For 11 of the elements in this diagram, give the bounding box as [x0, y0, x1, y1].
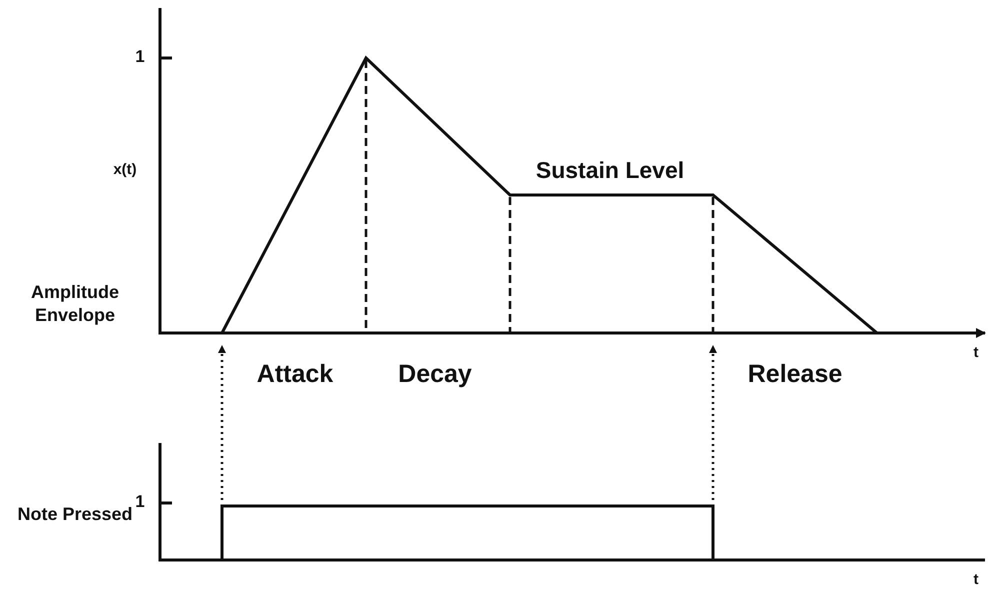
phase-label: Release [748, 360, 842, 388]
level-label: Sustain Level [536, 157, 684, 183]
phase-label: Decay [398, 360, 472, 388]
phase-label: Attack [256, 360, 334, 388]
axis-title: Amplitude Envelope [31, 282, 119, 326]
axis-label: x(t) [113, 161, 137, 178]
axis-tick-label: 1 [135, 47, 145, 66]
axis-title: Note Pressed [17, 504, 133, 524]
axis-label: t [974, 571, 978, 588]
axis-tick-label: 1 [135, 492, 145, 511]
axis-label: t [974, 344, 978, 361]
